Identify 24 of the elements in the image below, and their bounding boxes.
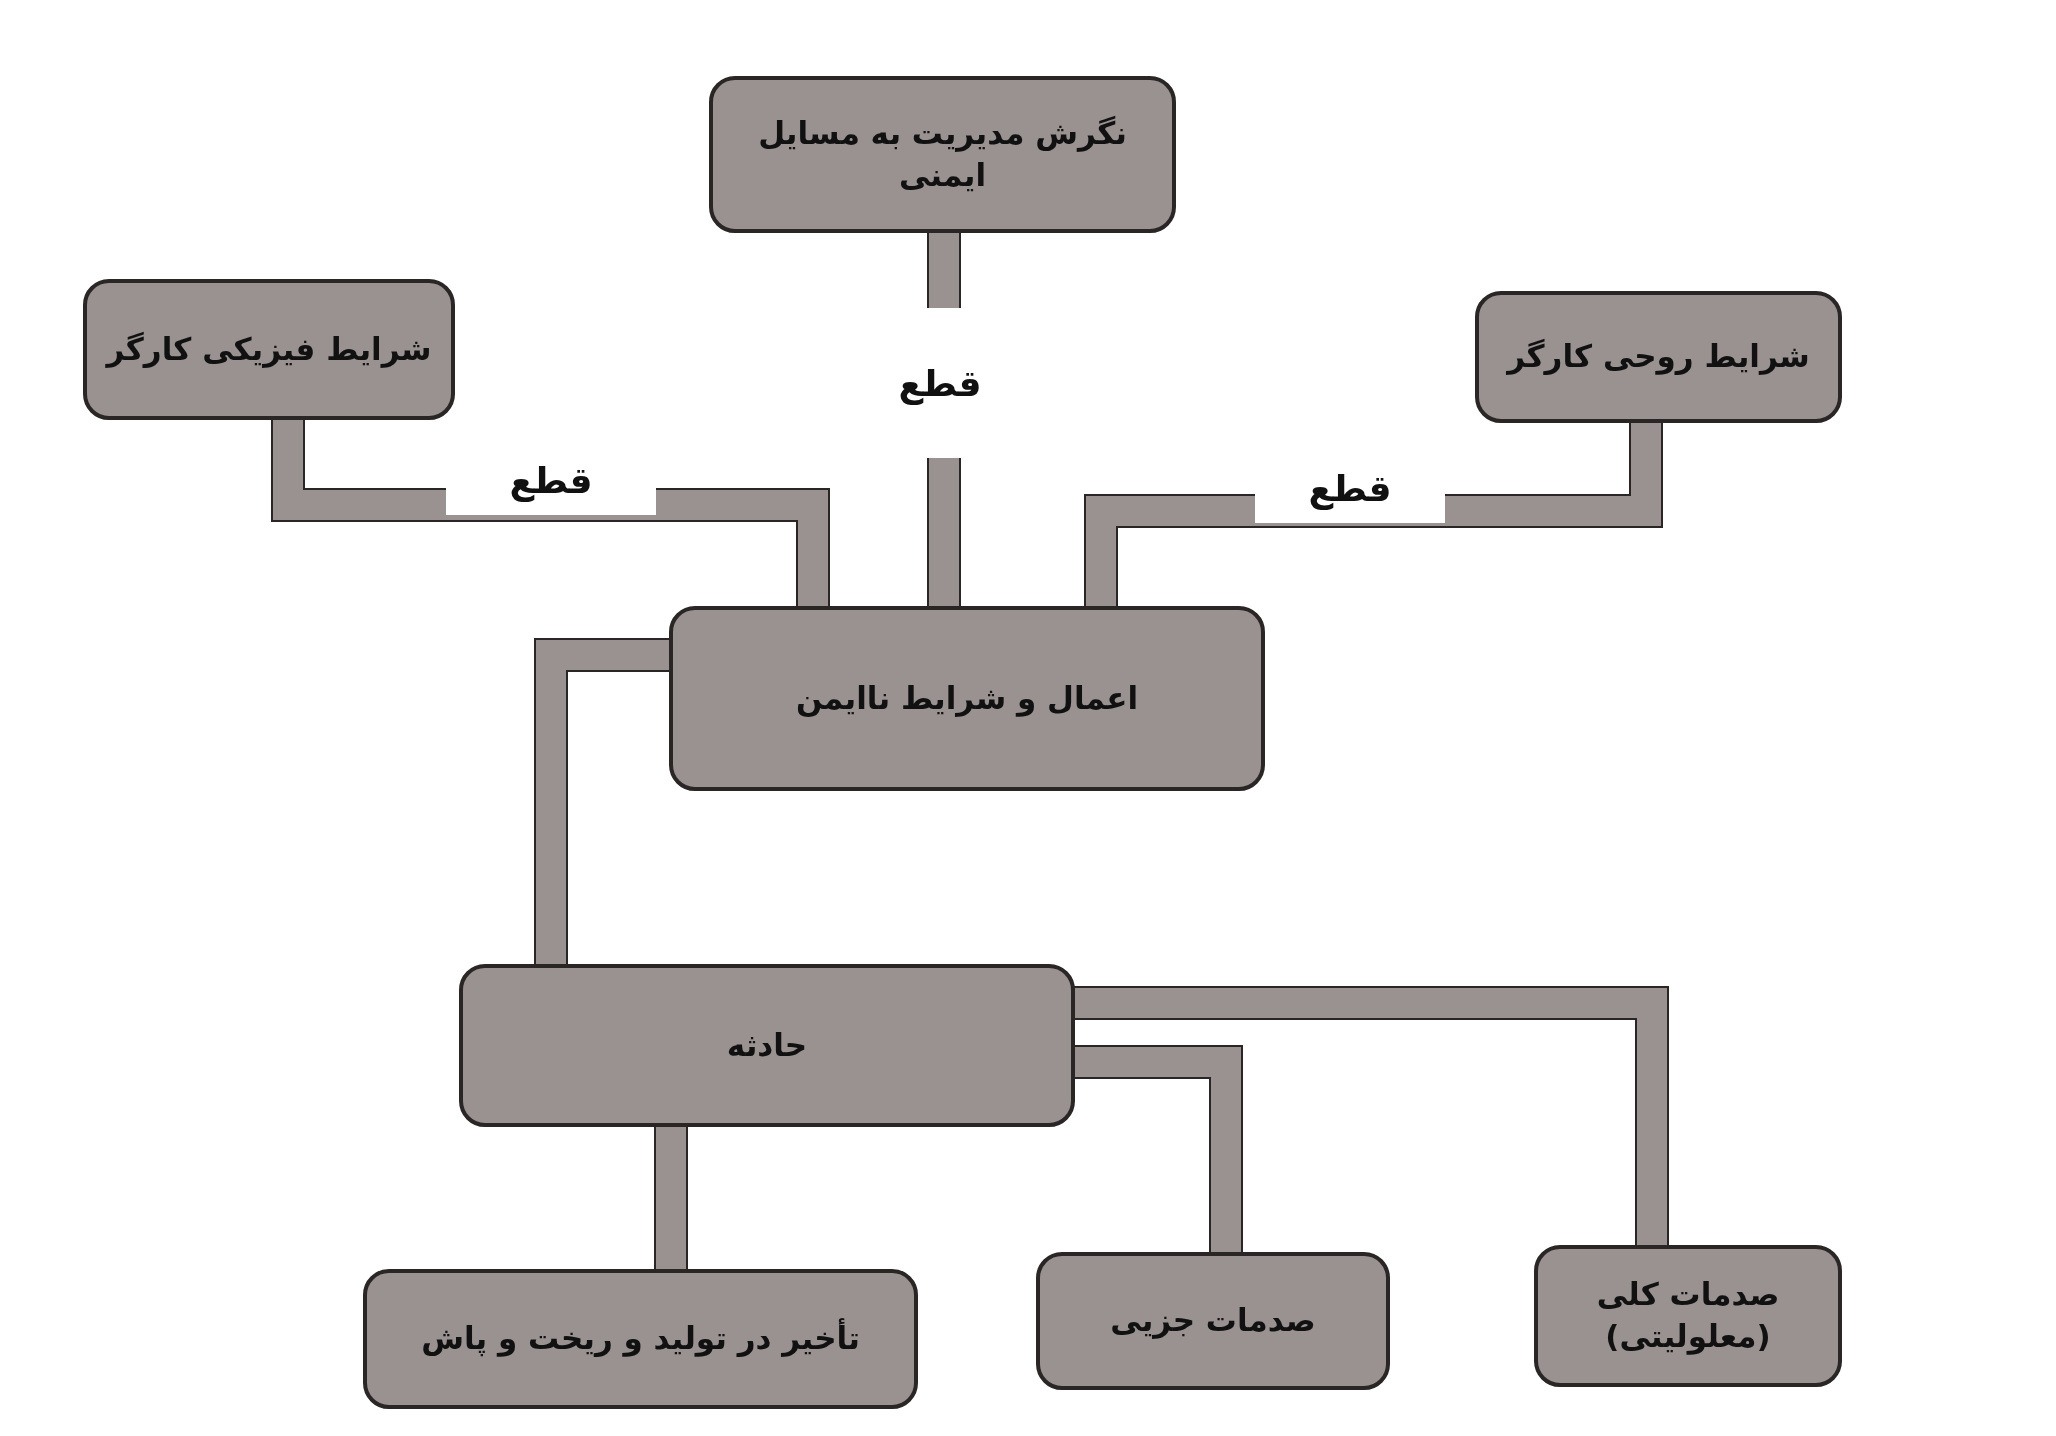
process-box: [83, 279, 455, 420]
process-box: [459, 964, 1075, 1127]
box-label: شرایط فیزیکی کارگر: [104, 329, 433, 370]
process-box: [363, 1269, 918, 1409]
box-label: صدمات جزیی: [1109, 1301, 1317, 1341]
connector-pipe: [1075, 988, 1667, 1245]
connector-pipe: [656, 1127, 686, 1269]
process-box: [709, 76, 1176, 233]
edge-label: قطع: [1308, 467, 1392, 509]
process-box: [1036, 1252, 1390, 1390]
edge-label: قطع: [898, 362, 982, 404]
box-label: تأخیر در تولید و ریخت و پاش: [420, 1318, 861, 1359]
edge-label: قطع: [509, 459, 593, 501]
box-label: نگرش مدیریت به مسایل ایمنی: [757, 113, 1128, 195]
process-box: [1475, 291, 1842, 423]
box-label: صدمات کلی (معلولیتی): [1595, 1275, 1781, 1357]
connector-pipe: [1075, 1047, 1241, 1252]
process-box: [1534, 1245, 1842, 1387]
connector-pipe: [536, 640, 669, 964]
connector-pipe: [1086, 423, 1661, 606]
box-label: اعمال و شرایط ناایمن: [794, 678, 1140, 719]
box-label: شرایط روحی کارگر: [1505, 337, 1811, 377]
process-box: [669, 606, 1265, 791]
box-label: حادثه: [725, 1025, 809, 1065]
